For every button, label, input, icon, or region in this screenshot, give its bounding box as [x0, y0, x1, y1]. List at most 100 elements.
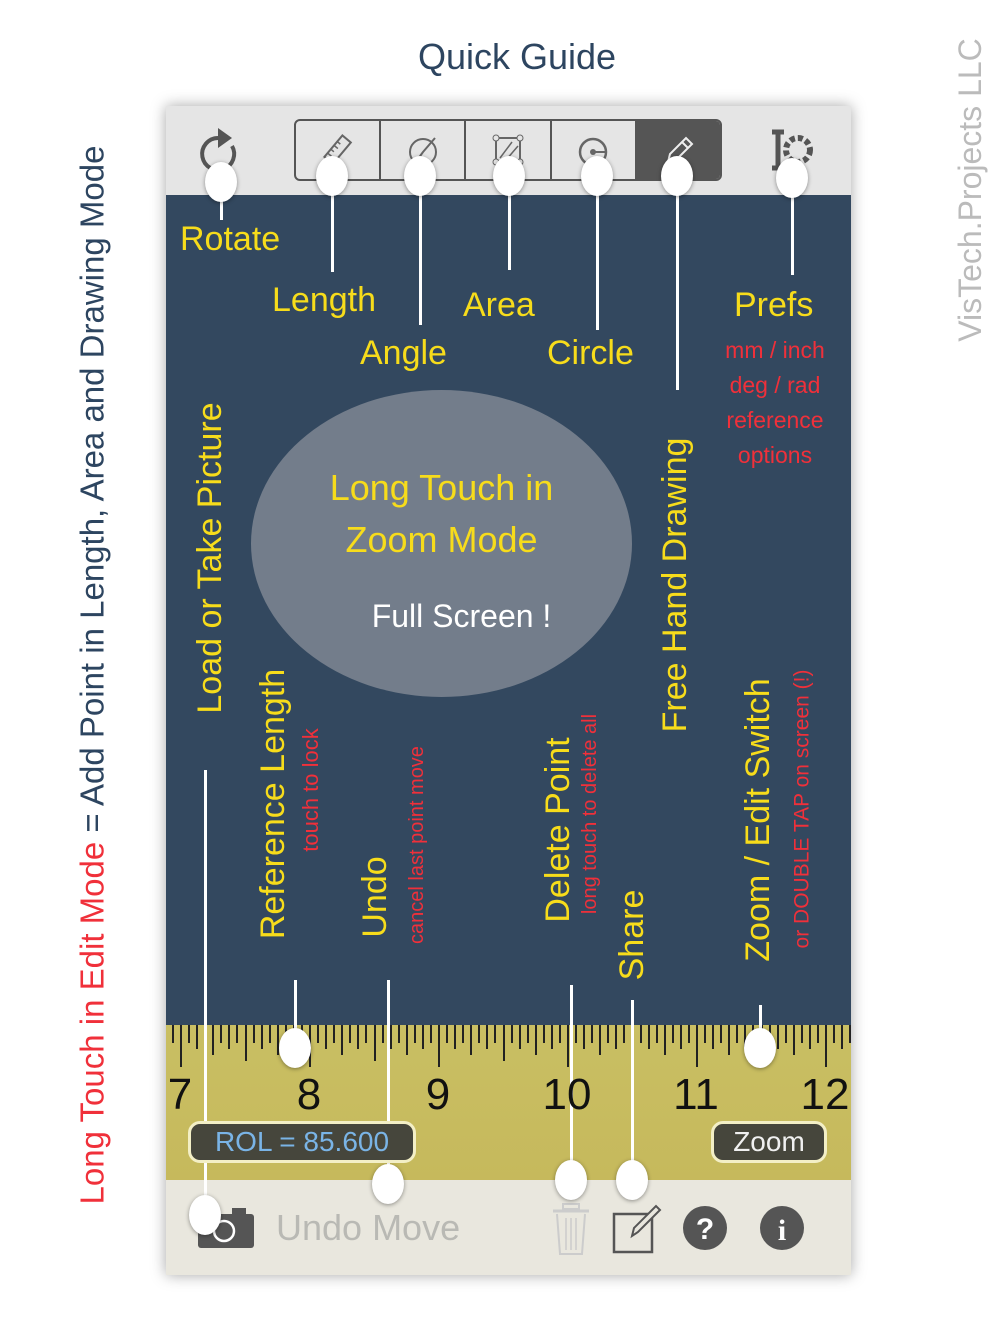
- prefs-option: options: [737, 442, 813, 468]
- label-zoom-sub: or DOUBLE TAP on screen (!): [790, 669, 814, 949]
- bubble-line3: Full Screen !: [371, 598, 552, 634]
- callout-dot: [493, 156, 525, 196]
- ruler-tick: [784, 1025, 787, 1043]
- ruler-tick: [317, 1025, 320, 1043]
- ruler-number: 12: [800, 1070, 850, 1119]
- label-delete-sub: long touch to delete all: [579, 713, 601, 915]
- share-icon[interactable]: [612, 1204, 664, 1259]
- ruler-tick: [244, 1025, 247, 1061]
- zoom-mode-bubble: Long Touch in Zoom Mode Full Screen !: [251, 390, 632, 697]
- ruler-tick: [365, 1025, 368, 1043]
- callout-dot: [316, 156, 348, 196]
- ruler-tick: [687, 1025, 690, 1043]
- prefs-option: deg / rad: [729, 372, 821, 398]
- ruler-tick: [550, 1025, 553, 1049]
- ruler-tick: [825, 1025, 827, 1067]
- ruler-tick: [333, 1025, 336, 1043]
- svg-text:i: i: [778, 1214, 786, 1247]
- ruler-tick: [567, 1025, 569, 1067]
- label-prefs: Prefs: [734, 286, 814, 324]
- ruler-tick: [421, 1025, 424, 1049]
- ruler-tick: [325, 1025, 328, 1049]
- ruler-tick: [220, 1025, 223, 1043]
- callout-line: [386, 980, 390, 1184]
- ruler-tick: [704, 1025, 707, 1043]
- trash-icon[interactable]: [551, 1202, 591, 1261]
- callout-line: [330, 176, 334, 272]
- ruler-tick: [276, 1025, 279, 1055]
- callout-dot: [616, 1160, 648, 1200]
- ruler-tick: [373, 1025, 376, 1061]
- callout-dot: [744, 1028, 776, 1068]
- ruler-number: 10: [542, 1070, 592, 1119]
- label-delete-point: Delete Point: [539, 737, 577, 923]
- ruler-tick: [454, 1025, 457, 1049]
- label-reference-length: Reference Length: [254, 668, 292, 940]
- ruler-tick: [180, 1025, 182, 1067]
- ruler-tick: [808, 1025, 811, 1049]
- ruler-tick: [526, 1025, 529, 1043]
- prefs-option: mm / inch: [725, 337, 825, 363]
- ruler-tick: [534, 1025, 537, 1055]
- ruler-tick: [212, 1025, 215, 1055]
- ruler-tick: [736, 1025, 739, 1043]
- callout-line: [569, 985, 573, 1180]
- ruler-tick: [260, 1025, 263, 1049]
- callout-line: [293, 980, 297, 1048]
- callout-line: [630, 1000, 634, 1180]
- callout-dot: [581, 156, 613, 196]
- ruler-tick: [268, 1025, 271, 1043]
- svg-text:?: ?: [696, 1213, 714, 1246]
- label-area: Area: [463, 286, 535, 324]
- ruler-tick: [728, 1025, 731, 1055]
- prefs-option: reference: [726, 407, 824, 433]
- label-reference-sub: touch to lock: [298, 728, 323, 852]
- ruler-tick: [849, 1025, 851, 1043]
- ruler-tick: [486, 1025, 489, 1049]
- help-icon[interactable]: ?: [683, 1206, 727, 1255]
- ruler-tick: [252, 1025, 255, 1043]
- caption-dark: = Add Point in Length, Area and Drawing …: [73, 145, 111, 842]
- zoom-edit-button[interactable]: Zoom: [711, 1121, 827, 1163]
- ruler-tick: [397, 1025, 400, 1043]
- ruler-tick: [438, 1025, 440, 1067]
- ruler-tick: [639, 1025, 642, 1043]
- label-undo-sub: cancel last point move: [406, 746, 428, 944]
- ruler-tick: [558, 1025, 561, 1043]
- callout-dot: [661, 156, 693, 196]
- prefs-options: mm / inch deg / rad reference options: [700, 333, 850, 473]
- ruler-tick: [236, 1025, 239, 1043]
- label-angle: Angle: [360, 334, 447, 372]
- ruler-tick: [341, 1025, 344, 1055]
- info-icon[interactable]: i: [760, 1206, 804, 1255]
- callout-dot: [555, 1160, 587, 1200]
- ruler-tick: [623, 1025, 626, 1043]
- callout-line: [758, 1005, 762, 1048]
- label-load-picture: Load or Take Picture: [191, 402, 229, 714]
- label-circle: Circle: [547, 334, 634, 372]
- ruler-tick: [655, 1025, 658, 1043]
- ruler-tick: [615, 1025, 618, 1049]
- ruler-number: 7: [167, 1070, 193, 1119]
- ruler-tick: [405, 1025, 408, 1055]
- ruler-number: 11: [673, 1070, 719, 1119]
- rol-display[interactable]: ROL = 85.600: [188, 1121, 416, 1163]
- callout-line: [507, 176, 511, 270]
- ruler-tick: [542, 1025, 545, 1043]
- callout-line: [595, 176, 599, 330]
- callout-line: [203, 770, 207, 1215]
- ruler-tick: [833, 1025, 836, 1043]
- ruler-tick: [800, 1025, 803, 1043]
- ruler-tick: [720, 1025, 723, 1043]
- ruler-tick: [599, 1025, 602, 1055]
- ruler-tick: [712, 1025, 715, 1049]
- page-title: Quick Guide: [417, 36, 617, 77]
- ruler-tick: [663, 1025, 666, 1055]
- undo-move-button[interactable]: Undo Move: [276, 1207, 461, 1248]
- ruler-tick: [671, 1025, 674, 1043]
- callout-dot: [189, 1195, 221, 1235]
- ruler-tick: [413, 1025, 416, 1043]
- ruler-tick: [381, 1025, 384, 1043]
- ruler-tick: [591, 1025, 594, 1043]
